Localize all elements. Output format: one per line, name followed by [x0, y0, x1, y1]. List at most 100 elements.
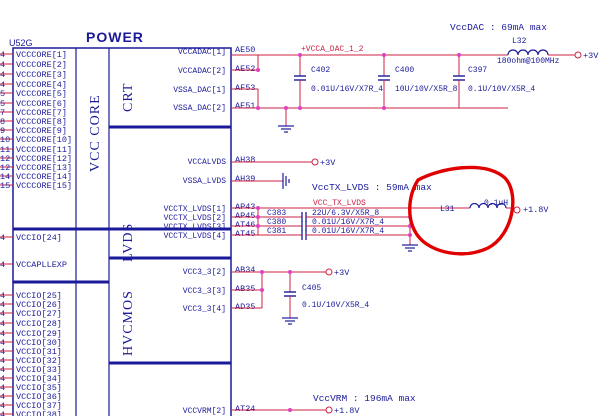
net-label-3v-top: +3V: [583, 51, 599, 61]
left-pin-name: VCCAPLLEXP: [16, 260, 67, 270]
left-pin-name: VCCIO[25]: [16, 291, 62, 301]
left-pin-number: 4: [0, 401, 5, 411]
left-pin-number: 4: [0, 50, 5, 60]
cap-value-c402: 0.01U/16V/X7R_4: [311, 85, 383, 94]
left-pin-name: VCCCORE[6]: [16, 99, 67, 109]
group-label-lvds: LVDS: [121, 223, 136, 262]
cap-value-c383: 22U/6.3V/X5R_8: [312, 209, 379, 218]
left-pin-number: 4: [0, 233, 5, 243]
left-pin-number: 14: [0, 172, 10, 182]
hvcmos-supply-circuit: [231, 268, 333, 325]
left-pin-number: 8: [0, 117, 5, 127]
left-pin-number: 4: [0, 392, 5, 402]
left-pin-name: VCCIO[35]: [16, 383, 62, 393]
left-pin-name: VCCIO[24]: [16, 233, 62, 243]
right-pin-column: VCCADAC[1]AE50VCCADAC[2]AE52VSSA_DAC[1]A…: [164, 45, 256, 416]
right-pin-name: VSSA_LVDS: [183, 177, 226, 186]
right-pin-name: VCC3_3[4]: [183, 305, 226, 314]
part-title: POWER: [86, 29, 144, 45]
right-pin-ball: AH39: [235, 174, 255, 184]
right-pin-ball: AT46: [235, 220, 255, 230]
cap-ref-c381: C381: [267, 227, 286, 236]
left-pin-name: VCCIO[37]: [16, 401, 62, 411]
left-pin-number: 4: [0, 365, 5, 375]
component-body: [12, 47, 232, 416]
left-pin-name: VCCIO[32]: [16, 356, 62, 366]
right-pin-name: VCCTX_LVDS[2]: [164, 214, 226, 223]
left-pin-number: 4: [0, 410, 5, 416]
right-pin-ball: AE51: [235, 101, 255, 111]
left-pin-name: VCCCORE[1]: [16, 50, 67, 60]
cap-value-c380: 0.01U/16V/X7R_4: [312, 218, 384, 227]
inductor-value-l32: 180ohm@100MHz: [497, 57, 560, 66]
right-pin-ball: AB34: [235, 265, 255, 275]
left-pin-name: VCCCORE[5]: [16, 89, 67, 99]
right-pin-ball: AD35: [235, 302, 255, 312]
left-pin-name: VCCCORE[4]: [16, 80, 67, 90]
net-label-3v-lvds: +3V: [320, 158, 336, 168]
note-vccdac: VccDAC : 69mA max: [450, 22, 547, 33]
right-pin-ball: AH38: [235, 155, 255, 165]
left-pin-name: VCCCORE[2]: [16, 60, 67, 70]
right-pin-name: VCCADAC[2]: [178, 67, 226, 76]
left-pin-number: 12: [0, 163, 10, 173]
left-pin-number: 15: [0, 181, 10, 191]
annotation-circle: [408, 165, 515, 256]
left-pin-name: VCCCORE[10]: [16, 135, 72, 145]
left-pin-number: 4: [0, 291, 5, 301]
dac-filter-circuit: [231, 49, 582, 133]
right-pin-name: VCCALVDS: [188, 158, 227, 167]
group-label-vcc-core: VCC CORE: [88, 94, 103, 172]
cap-ref-c405: C405: [302, 284, 321, 293]
left-pin-name: VCCCORE[15]: [16, 181, 72, 191]
net-label-vcca-dac: +VCCA_DAC_1_2: [301, 45, 364, 54]
left-pin-number: 4: [0, 374, 5, 384]
left-pin-name: VCCIO[34]: [16, 374, 62, 384]
cap-value-c397: 0.1U/10V/X5R_4: [468, 85, 535, 94]
left-pin-name: VCCCORE[14]: [16, 172, 72, 182]
left-pin-number: 4: [0, 356, 5, 366]
right-pin-ball: AP45: [235, 211, 255, 221]
left-pin-number: 4: [0, 329, 5, 339]
cap-value-c405: 0.1U/10V/X5R_4: [302, 301, 369, 310]
left-pin-name: VCCIO[38]: [16, 410, 62, 416]
net-label-3v-hvcmos: +3V: [334, 268, 350, 278]
left-pin-number: 4: [0, 60, 5, 70]
left-pin-name: VCCIO[31]: [16, 347, 62, 357]
right-pin-ball: AT24: [235, 404, 255, 414]
left-pin-name: VCCIO[28]: [16, 319, 62, 329]
left-pin-name: VCCCORE[9]: [16, 126, 67, 136]
cap-ref-c383: C383: [267, 209, 286, 218]
net-label-vcc-tx-lvds: VCC_TX_LVDS: [313, 199, 366, 208]
left-pin-number: 4: [0, 338, 5, 348]
inductor-ref-l32: L32: [512, 37, 527, 46]
inductor-ref-l31: L31: [440, 205, 455, 214]
left-pin-name: VCCIO[29]: [16, 329, 62, 339]
right-pin-name: VCCTX_LVDS[1]: [164, 205, 226, 214]
cap-ref-c402: C402: [311, 66, 330, 75]
left-pin-number: 4: [0, 80, 5, 90]
left-pin-number: 4: [0, 260, 5, 270]
cap-ref-c380: C380: [267, 218, 286, 227]
cap-value-c381: 0.01U/16V/X7R_4: [312, 227, 384, 236]
left-pin-number: 11: [0, 145, 10, 155]
right-pin-ball: AB35: [235, 284, 255, 294]
left-pin-name: VCCCORE[12]: [16, 154, 72, 164]
left-pin-name: VCCIO[27]: [16, 309, 62, 319]
note-vcctx: VccTX_LVDS : 59mA max: [312, 182, 432, 193]
right-pin-name: VSSA_DAC[1]: [173, 86, 226, 95]
note-vccvrm: VccVRM : 196mA max: [313, 393, 416, 404]
left-pin-number: 4: [0, 70, 5, 80]
vrm-supply: [231, 406, 333, 414]
left-pin-number: 4: [0, 300, 5, 310]
group-label-crt: CRT: [121, 83, 136, 112]
left-pin-number: 10: [0, 135, 10, 145]
left-pin-number: 9: [0, 126, 5, 136]
part-reference: U52G: [9, 38, 33, 48]
left-pin-number: 12: [0, 154, 10, 164]
left-pin-name: VCCCORE[3]: [16, 70, 67, 80]
right-pin-ball: AE50: [235, 45, 255, 55]
cap-ref-c400: C400: [395, 66, 414, 75]
left-pin-number: 5: [0, 89, 5, 99]
